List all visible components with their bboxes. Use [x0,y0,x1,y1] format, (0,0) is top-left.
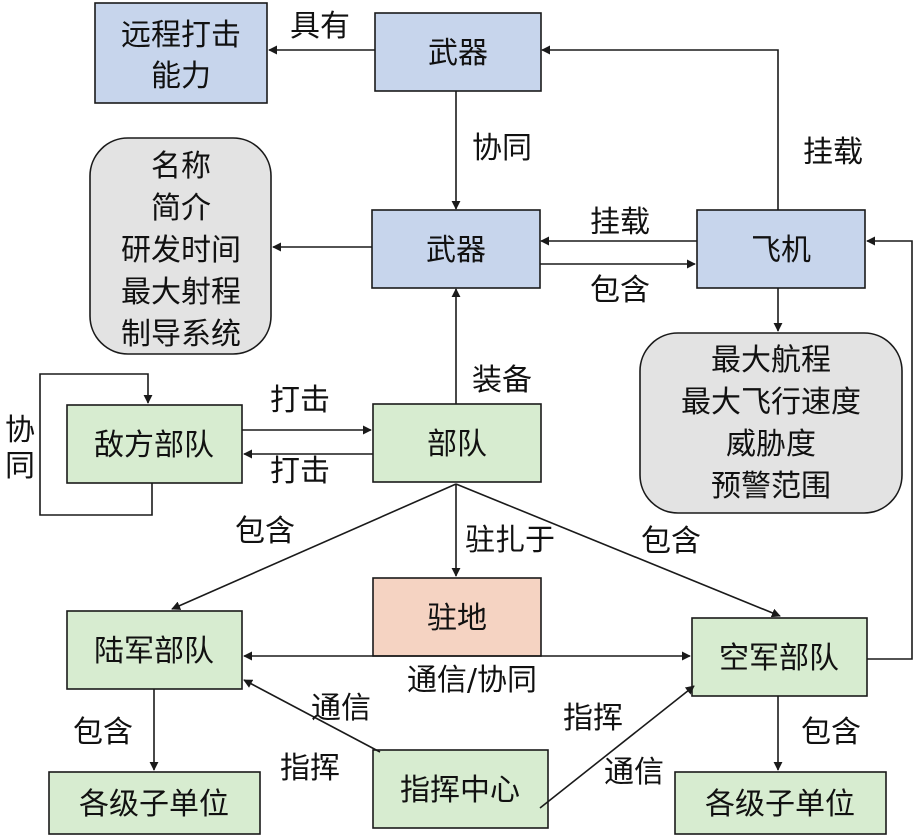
svg-text:空军部队: 空军部队 [719,641,839,676]
svg-text:包含: 包含 [235,514,295,549]
svg-text:指挥: 指挥 [280,751,340,786]
node-troops: 部队 [372,403,542,483]
node-enemy-troops: 敌方部队 [66,404,243,484]
svg-text:通信/协同: 通信/协同 [407,663,537,698]
edge-station: 驻扎于 [451,484,555,577]
svg-text:具有: 具有 [290,9,350,44]
svg-text:部队: 部队 [427,427,487,462]
node-weapon-attrs: 名称 简介 研发时间 最大射程 制导系统 [89,137,272,355]
edge-has: 具有 [268,9,375,55]
svg-text:敌方部队: 敌方部队 [94,428,214,463]
svg-text:最大航程: 最大航程 [711,343,831,378]
node-army: 陆军部队 [66,610,243,690]
svg-text:驻扎于: 驻扎于 [465,523,555,558]
svg-text:能力: 能力 [151,59,211,94]
node-weapon-top: 武器 [374,12,542,92]
svg-text:简介: 简介 [151,191,211,226]
edge-contain-army: 包含 [171,483,457,610]
svg-text:包含: 包含 [641,524,701,559]
edge-equip: 装备 [451,288,532,404]
svg-text:武器: 武器 [426,233,486,268]
edge-mount-aircraft-top: 挂载 [541,45,863,210]
svg-text:威胁度: 威胁度 [726,427,816,462]
svg-text:驻地: 驻地 [427,601,487,636]
svg-text:远程打击: 远程打击 [121,18,241,53]
svg-text:各级子单位: 各级子单位 [79,787,229,822]
svg-text:装备: 装备 [472,363,532,398]
node-remote-strike: 远程打击 能力 [94,2,268,104]
edge-mount-aircraft-weapon: 挂载 [540,205,697,246]
edge-contain-airforce: 包含 [455,483,781,618]
svg-text:武器: 武器 [428,36,488,71]
svg-text:同: 同 [5,449,35,484]
node-weapon-mid: 武器 [371,209,541,289]
svg-text:打击: 打击 [270,454,330,489]
node-garrison: 驻地 [372,577,542,657]
node-aircraft: 飞机 [696,209,866,289]
svg-text:最大飞行速度: 最大飞行速度 [681,385,861,420]
svg-text:打击: 打击 [270,383,330,418]
edge-strike-in: 打击 [243,449,373,489]
edge-command-army: 通信 指挥 [243,679,381,786]
edge-enemy-cooperate: 协 同 [5,373,153,516]
svg-text:通信: 通信 [604,755,664,790]
svg-text:飞机: 飞机 [751,233,811,268]
edge-contain-airforce-sub: 包含 [773,696,861,771]
svg-text:包含: 包含 [73,715,133,750]
svg-text:通信: 通信 [311,691,371,726]
edge-command-airforce: 指挥 通信 [539,685,695,809]
svg-text:协同: 协同 [472,131,532,166]
edge-cooperate-weapons: 协同 [451,91,532,210]
svg-text:挂载: 挂载 [803,135,863,170]
svg-text:挂载: 挂载 [590,205,650,240]
svg-text:陆军部队: 陆军部队 [94,634,214,669]
svg-text:预警范围: 预警范围 [711,469,831,504]
node-airforce: 空军部队 [691,617,868,697]
node-aircraft-attrs: 最大航程 最大飞行速度 威胁度 预警范围 [639,332,903,514]
svg-text:最大射程: 最大射程 [121,275,241,310]
node-airforce-subunits: 各级子单位 [674,771,887,835]
svg-text:指挥: 指挥 [563,701,623,736]
svg-text:包含: 包含 [801,715,861,750]
svg-text:包含: 包含 [590,273,650,308]
node-command-center: 指挥中心 [372,749,549,829]
edge-contain-army-sub: 包含 [73,689,159,771]
svg-text:名称: 名称 [151,149,211,184]
svg-text:制导系统: 制导系统 [121,317,241,352]
svg-text:指挥中心: 指挥中心 [400,773,520,808]
svg-text:各级子单位: 各级子单位 [705,787,855,822]
edge-airforce-aircraft [866,236,913,660]
edge-contain-aircraft: 包含 [540,259,696,308]
svg-text:研发时间: 研发时间 [121,233,241,268]
edge-comm-coop: 通信/协同 [243,651,691,698]
node-army-subunits: 各级子单位 [48,771,261,835]
svg-text:协: 协 [5,413,35,448]
edge-strike-out: 打击 [242,383,372,435]
